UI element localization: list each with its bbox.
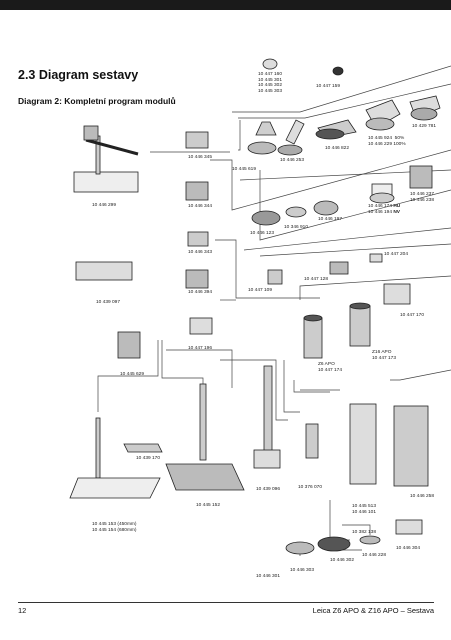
part-number-z16: Z16 APO 10 447 173 [372,350,397,361]
part-number: 10 445 513 10 446 101 [352,504,377,515]
part-number: 10 446 228 [362,553,387,558]
connector-line [210,149,451,211]
part-number: 10 446 299 [92,203,117,208]
connector-line [342,524,371,535]
connector-line [166,349,233,388]
part-number-z6: Z6 APO 10 447 174 [318,362,343,373]
section-heading: 2.3 Diagram sestavy [18,68,139,82]
part-number: 10 346 910 [284,225,309,230]
footer-title: Leica Z6 APO & Z16 APO – Sestava [312,606,434,615]
part-number: 10 446 343 [188,250,213,255]
connector-line [329,500,350,541]
part-number: 10 446 197 [318,217,343,222]
part-number: 10 447 109 [248,288,273,293]
part-number: 10 446 194 NV [368,210,401,215]
part-number: 10 446 304 [396,546,421,551]
part-number: 10 446 253 [280,158,305,163]
diagram-caption: Diagram 2: Kompletní program modulů [18,96,176,106]
part-number: 10 445 924 50% 10 446 229 100% [368,136,406,147]
connector-line [259,243,451,257]
part-number: 10 446 822 [325,146,350,151]
part-number: 10 447 170 [400,313,425,318]
part-number: 10 446 394 [188,290,213,295]
header-bar [0,0,451,10]
footer-divider [18,602,434,603]
page-number: 12 [18,606,27,615]
part-number: 10 447 196 [188,346,213,351]
part-number: 10 445 152 [196,503,221,508]
part-number: 10 446 174 HU [368,204,401,209]
connector-line [243,227,451,251]
connector-line [238,83,451,119]
connector-line [299,275,451,300]
part-number: 10 447 128 [304,277,329,282]
connector-line [259,170,451,241]
part-number: 10 439 170 [136,456,161,461]
part-number: 10 445 153 (450mm) 10 445 154 (680mm) [92,522,137,533]
connector-line [232,65,451,113]
part-number: 10 439 096 [256,487,281,492]
part-number: 10 382 138 [352,530,377,535]
part-number: 10 446 345 [188,155,213,160]
connector-line [283,360,300,413]
part-number-eyepieces: 10 447 160 10 445 301 10 445 302 10 445 … [258,72,283,94]
part-number: 10 429 781 [412,124,437,129]
part-number: 10 447 204 [384,252,409,257]
part-number: 10 446 303 [290,568,315,573]
part-number: 10 446 344 [188,204,213,209]
connector-line [220,359,288,421]
connector-line [215,239,320,299]
part-number: 10 446 258 [410,494,435,499]
part-number: 10 445 619 [232,167,257,172]
part-number: 10 446 237 10 446 238 [410,192,435,203]
part-number: 10 446 302 [330,558,355,563]
connector-line [390,369,451,381]
part-number: 10 446 301 [256,574,281,579]
part-number: 10 446 123 [250,231,275,236]
part-number: 10 439 097 [96,300,121,305]
part-number: 10 445 629 [120,372,145,377]
connector-line [293,380,330,393]
part-number: 10 447 159 [316,84,341,89]
part-number: 10 376 070 [298,485,323,490]
connector-line [238,120,241,151]
connector-line [97,340,159,412]
